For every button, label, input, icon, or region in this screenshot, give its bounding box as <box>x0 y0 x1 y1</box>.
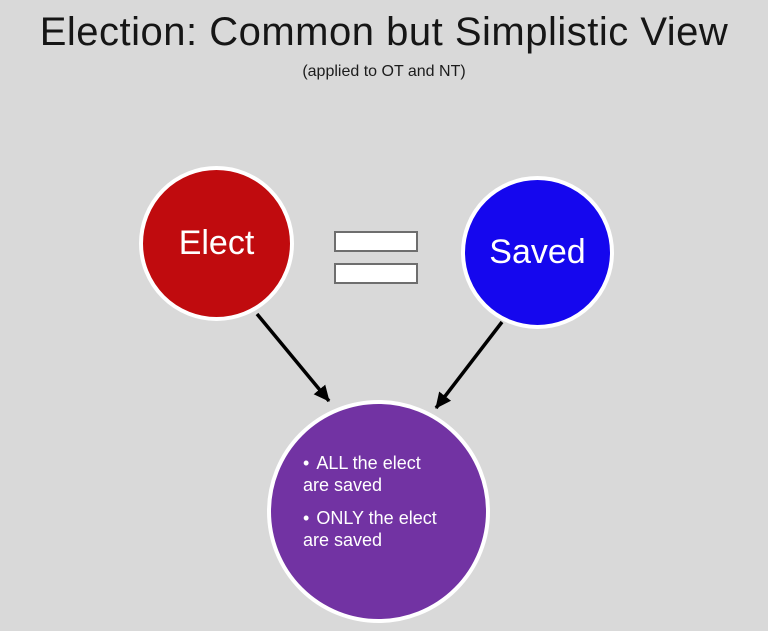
elect-circle-label: Elect <box>178 224 255 262</box>
bullet-icon: • <box>303 508 310 528</box>
bullet-text: ALL the elect are saved <box>303 453 421 495</box>
bullet-item-only-elect-saved: •ONLY the elect are saved <box>303 507 445 551</box>
slide-subtitle: (applied to OT and NT) <box>302 63 466 80</box>
result-circle-bullets: •ALL the elect are saved •ONLY the elect… <box>303 452 445 562</box>
bullet-item-all-elect-saved: •ALL the elect are saved <box>303 452 445 496</box>
elect-circle: Elect <box>139 166 294 321</box>
equals-icon-top-bar <box>334 231 418 252</box>
elect-to-result-arrow <box>255 312 331 403</box>
result-circle <box>267 400 490 623</box>
slide-title: Election: Common but Simplistic View <box>39 10 729 54</box>
bullet-icon: • <box>303 453 310 473</box>
equals-icon-bottom-bar <box>334 263 418 284</box>
bullet-text: ONLY the elect are saved <box>303 508 437 550</box>
saved-circle: Saved <box>461 176 614 329</box>
saved-to-result-arrow <box>434 320 504 410</box>
saved-circle-label: Saved <box>489 233 586 271</box>
